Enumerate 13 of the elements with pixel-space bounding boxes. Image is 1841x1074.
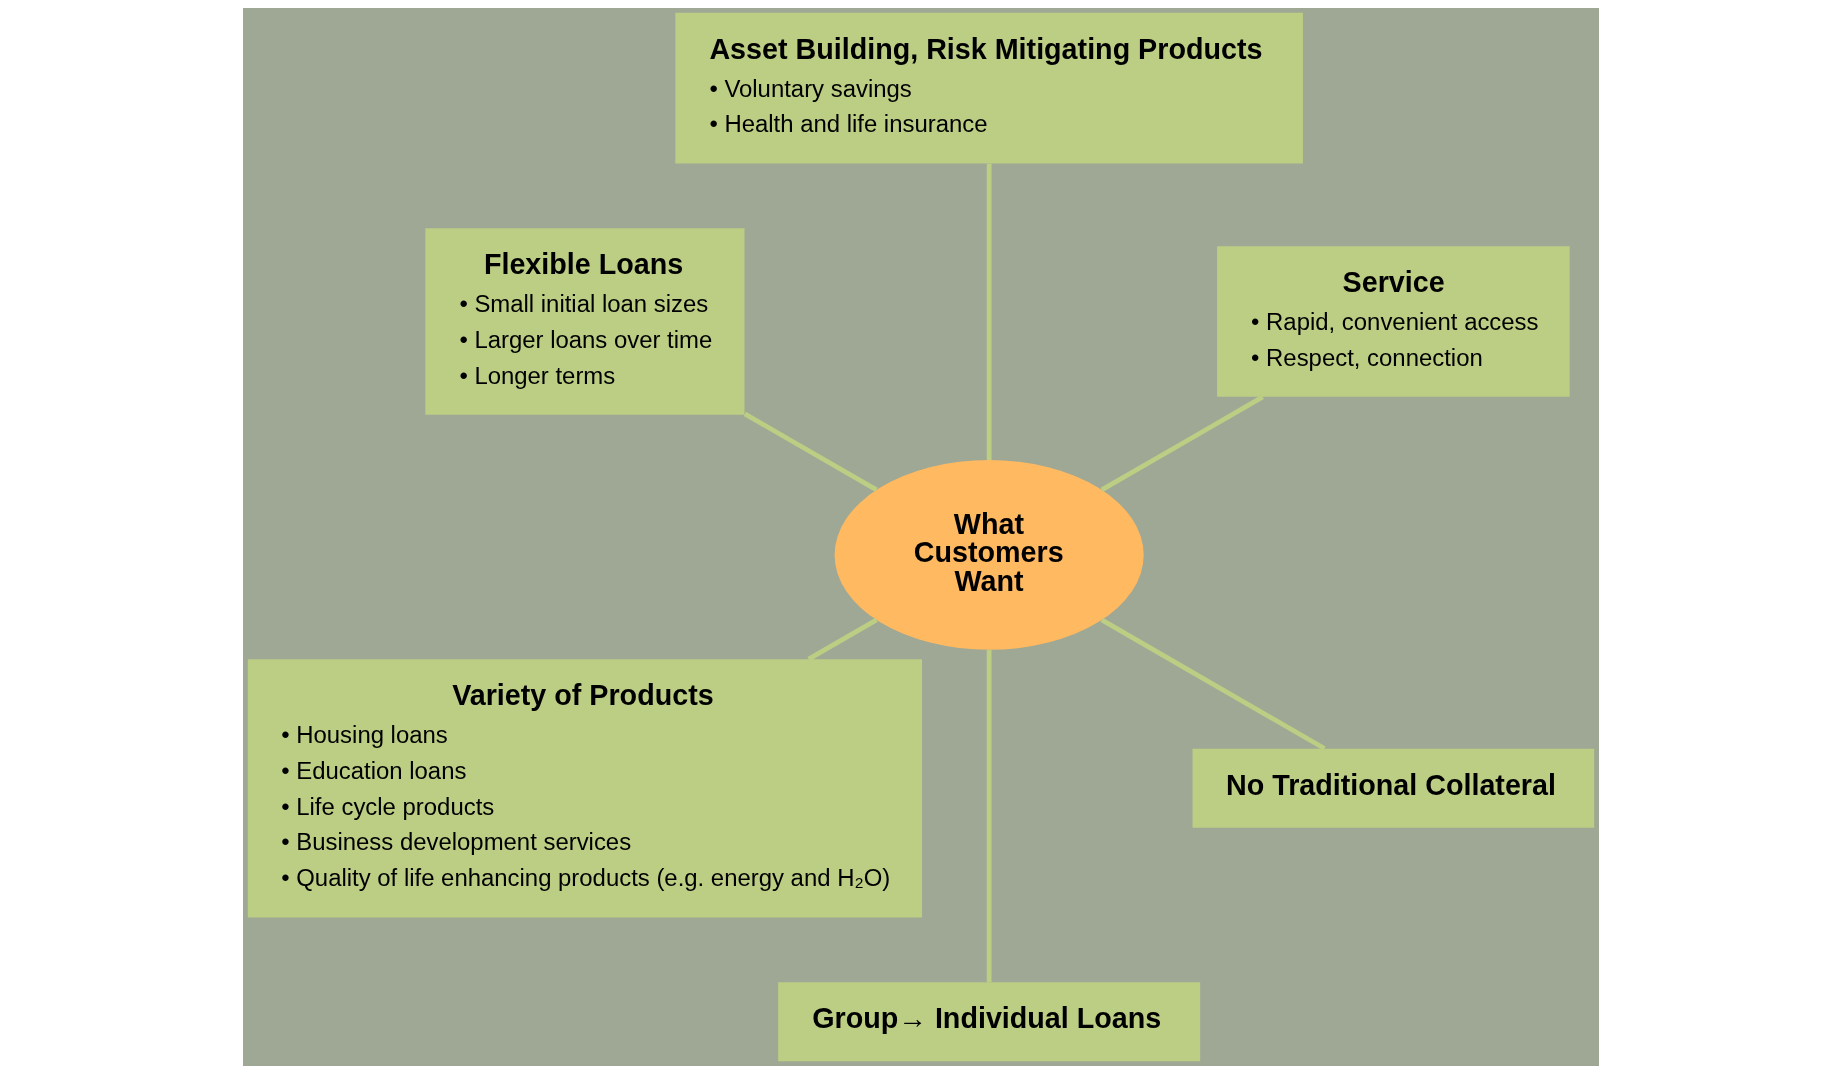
connector [1100,617,1326,751]
node-box: Service • Rapid, convenient access • Respect, connection [1216,246,1570,397]
node-ellipse: What Customers Want [834,460,1144,650]
connector [986,649,992,983]
connector [807,617,878,662]
node-box: Asset Building, Risk Mitigating Products • Voluntary savings • Health and life insurance [674,12,1303,164]
connector [743,411,878,492]
node-box: Flexible Loans • Small initial loan sizes • Larger loans over time • Longer terms [424,228,744,415]
node-box: Group→ Individual Loans [777,982,1200,1062]
connector [1100,394,1264,492]
node-box: Variety of Products • Housing loans • Education loans • Life cycle products • Business development services • Quality of life enhancing products (e.g. energy and H₂O) [247,659,922,918]
node-box: No Traditional Collateral [1192,748,1594,828]
connector [986,163,992,460]
